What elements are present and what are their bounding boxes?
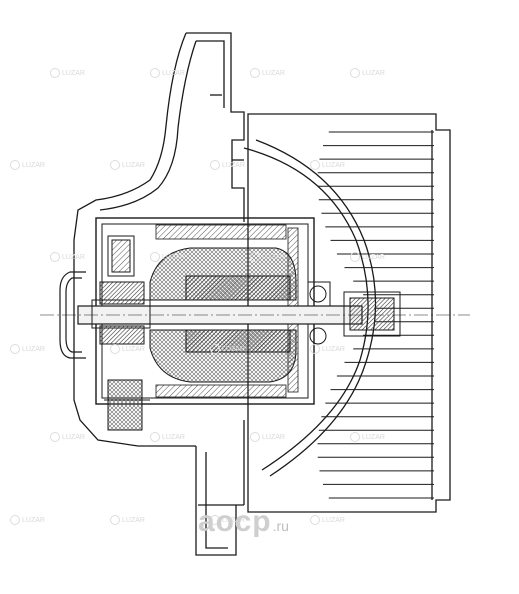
watermark-item: LUZAR (150, 432, 185, 442)
watermark-item: LUZAR (150, 68, 185, 78)
watermark-text: LUZAR (362, 433, 385, 441)
luzar-logo-icon (210, 515, 220, 525)
watermark-item: LUZAR (350, 68, 385, 78)
watermark-text: LUZAR (262, 433, 285, 441)
watermark-item: LUZAR (10, 515, 45, 525)
watermark-item: LUZAR (310, 515, 345, 525)
watermark-text: LUZAR (162, 69, 185, 77)
watermark-item: LUZAR (310, 160, 345, 170)
luzar-logo-icon (350, 252, 360, 262)
watermark-text: LUZAR (262, 69, 285, 77)
watermark-text: LUZAR (62, 253, 85, 261)
housing (73, 32, 245, 556)
watermark-text: LUZAR (362, 69, 385, 77)
impeller-blades (317, 131, 434, 499)
luzar-logo-icon (150, 68, 160, 78)
brand-tld: .ru (272, 518, 289, 534)
bearings (99, 281, 331, 345)
luzar-logo-icon (150, 432, 160, 442)
watermark-item: LUZAR (110, 344, 145, 354)
luzar-logo-icon (150, 252, 160, 262)
luzar-logo-icon (250, 252, 260, 262)
watermark-item: LUZAR (150, 252, 185, 262)
watermark-text: LUZAR (362, 253, 385, 261)
luzar-logo-icon (110, 344, 120, 354)
watermark-item: LUZAR (50, 68, 85, 78)
luzar-logo-icon (210, 160, 220, 170)
luzar-logo-icon (110, 160, 120, 170)
watermark-text: LUZAR (62, 433, 85, 441)
luzar-logo-icon (310, 160, 320, 170)
watermark-item: LUZAR (110, 515, 145, 525)
luzar-logo-icon (210, 344, 220, 354)
brand-name: аоср (198, 505, 272, 538)
watermark-text: LUZAR (222, 516, 245, 524)
luzar-logo-icon (350, 432, 360, 442)
watermark-item: LUZAR (10, 160, 45, 170)
brush-assembly (104, 235, 150, 431)
watermark-text: LUZAR (162, 433, 185, 441)
luzar-logo-icon (310, 344, 320, 354)
watermark-text: LUZAR (122, 516, 145, 524)
watermark-text: LUZAR (222, 345, 245, 353)
luzar-logo-icon (310, 515, 320, 525)
watermark-item: LUZAR (250, 252, 285, 262)
watermark-text: LUZAR (262, 253, 285, 261)
watermark-item: LUZAR (210, 515, 245, 525)
luzar-logo-icon (50, 68, 60, 78)
brand-watermark: аоср .ru (198, 505, 289, 539)
luzar-logo-icon (50, 432, 60, 442)
watermark-item: LUZAR (10, 344, 45, 354)
watermark-text: LUZAR (122, 345, 145, 353)
luzar-logo-icon (10, 344, 20, 354)
watermark-item: LUZAR (350, 252, 385, 262)
watermark-item: LUZAR (50, 432, 85, 442)
watermark-text: LUZAR (122, 161, 145, 169)
impeller-hub (243, 113, 451, 513)
luzar-logo-icon (50, 252, 60, 262)
watermark-text: LUZAR (22, 516, 45, 524)
watermark-item: LUZAR (110, 160, 145, 170)
watermark-item: LUZAR (210, 160, 245, 170)
watermark-item: LUZAR (250, 68, 285, 78)
luzar-logo-icon (350, 68, 360, 78)
watermark-text: LUZAR (322, 161, 345, 169)
watermark-text: LUZAR (322, 516, 345, 524)
watermark-item: LUZAR (50, 252, 85, 262)
watermark-text: LUZAR (22, 161, 45, 169)
watermark-text: LUZAR (162, 253, 185, 261)
watermark-item: LUZAR (210, 344, 245, 354)
watermark-text: LUZAR (62, 69, 85, 77)
luzar-logo-icon (250, 432, 260, 442)
luzar-logo-icon (10, 515, 20, 525)
luzar-logo-icon (110, 515, 120, 525)
watermark-text: LUZAR (22, 345, 45, 353)
luzar-logo-icon (10, 160, 20, 170)
watermark-text: LUZAR (222, 161, 245, 169)
watermark-text: LUZAR (322, 345, 345, 353)
end-cap (59, 271, 86, 359)
watermark-item: LUZAR (350, 432, 385, 442)
luzar-logo-icon (250, 68, 260, 78)
watermark-item: LUZAR (250, 432, 285, 442)
watermark-item: LUZAR (310, 344, 345, 354)
impeller-coupling (343, 291, 401, 337)
